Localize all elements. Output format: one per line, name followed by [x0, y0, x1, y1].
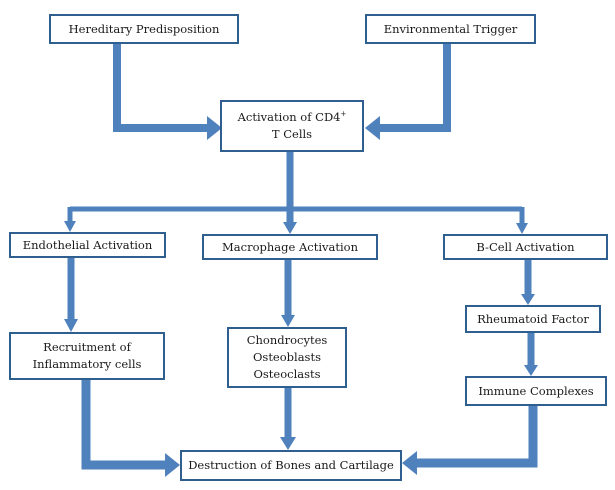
node-destruction-bones-cartilage: Destruction of Bones and Cartilage: [180, 450, 402, 481]
node-activation-cd4-t-cells: Activation of CD4+ T Cells: [220, 100, 364, 152]
node-label: B-Cell Activation: [476, 239, 575, 254]
node-label-line-1: Recruitment of: [43, 340, 131, 354]
arrow-to-endothelial-head: [64, 221, 76, 232]
arrow-to-bcell-head: [516, 223, 528, 234]
node-label: Immune Complexes: [478, 383, 594, 398]
node-label-line-2: T Cells: [271, 127, 313, 141]
node-label: Endothelial Activation: [22, 237, 153, 252]
node-label-line-1: Activation of CD4+: [237, 110, 347, 124]
node-label-line-3: Osteoclasts: [253, 367, 321, 381]
node-hereditary-predisposition: Hereditary Predisposition: [49, 14, 239, 44]
arrow-rheumatoid-to-immune-head: [524, 365, 538, 376]
node-environmental-trigger: Environmental Trigger: [365, 14, 536, 44]
arrow-to-macrophage-head: [283, 222, 297, 234]
arrow-endothelial-to-recruitment-head: [64, 319, 78, 332]
arrow-recruitment-to-destruction-shaft: [81, 380, 166, 470]
superscript-plus: +: [340, 110, 347, 118]
node-label: Macrophage Activation: [222, 239, 358, 254]
arrow-chondro-to-destruction-head: [280, 437, 296, 450]
node-label-line-2: Osteoblasts: [252, 350, 321, 364]
arrow-macrophage-to-chondro-head: [281, 315, 295, 327]
node-label: Environmental Trigger: [383, 21, 518, 36]
node-recruitment-inflammatory-cells: Recruitment of Inflammatory cells: [9, 332, 165, 380]
arrow-immune-to-destruction-head: [402, 451, 417, 475]
arrow-environmental-to-activation-shaft: [379, 44, 451, 132]
node-macrophage-activation: Macrophage Activation: [202, 234, 378, 260]
node-chondrocytes-osteoblasts-osteoclasts: Chondrocytes Osteoblasts Osteoclasts: [227, 327, 347, 388]
arrow-recruitment-to-destruction-head: [165, 453, 180, 477]
arrow-bcell-to-rheumatoid-head: [521, 294, 535, 305]
node-rheumatoid-factor: Rheumatoid Factor: [465, 305, 601, 333]
arrow-hereditary-to-activation-head: [207, 116, 222, 140]
node-label-line-1: Chondrocytes: [246, 333, 328, 347]
node-endothelial-activation: Endothelial Activation: [9, 232, 166, 258]
node-label: Rheumatoid Factor: [477, 311, 589, 326]
node-label: Hereditary Predisposition: [68, 21, 220, 36]
arrow-hereditary-to-activation-shaft: [113, 44, 208, 132]
arrow-immune-to-destruction-shaft: [416, 406, 538, 468]
node-immune-complexes: Immune Complexes: [465, 376, 607, 406]
node-label: Destruction of Bones and Cartilage: [188, 458, 394, 472]
arrow-environmental-to-activation-head: [365, 116, 380, 140]
node-b-cell-activation: B-Cell Activation: [443, 234, 608, 260]
node-label-line-2: Inflammatory cells: [32, 357, 142, 371]
